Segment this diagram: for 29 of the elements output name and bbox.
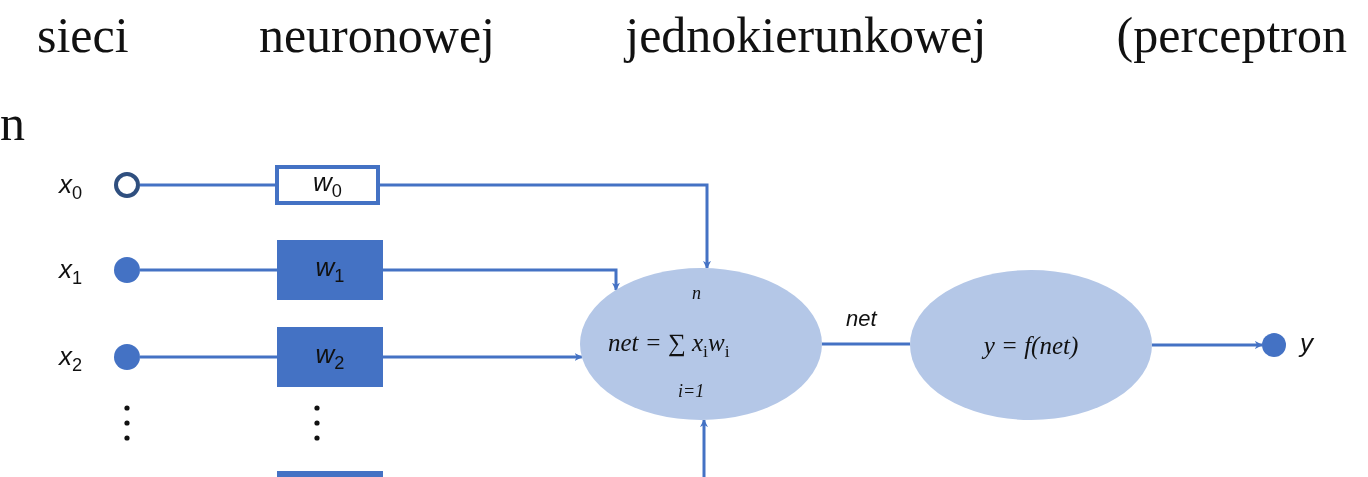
formula-text: net = ∑ x$_{i}$w$_{i}$ (608, 330, 730, 361)
weight-label: w$_{1}$ (315, 254, 345, 286)
arrow (383, 353, 583, 361)
weight-box (275, 165, 380, 205)
input-circle (114, 344, 140, 370)
sum-limit: i=1 (678, 382, 705, 400)
arrow (383, 268, 620, 291)
paragraph-text: sieci neuronowej jednokierunkowej (perceptron (37, 8, 1347, 63)
weight-label: w$_{0}$ (313, 169, 342, 201)
weight-label: w$_{2}$ (315, 341, 345, 373)
connector-line (140, 268, 277, 272)
weight-box (277, 327, 383, 387)
input-circle (114, 172, 140, 198)
paragraph-text: n (0, 96, 25, 151)
variable-label: y (1300, 330, 1313, 356)
connector-line (822, 342, 910, 346)
connector-line (140, 183, 275, 187)
formula-text: y = f(net) (983, 332, 1079, 358)
input-circle (114, 257, 140, 283)
variable-label: x$_{2}$ (59, 343, 83, 375)
sum-limit: n (692, 284, 701, 302)
arrow (380, 183, 711, 269)
weight-box (277, 240, 383, 300)
output-dot (1262, 333, 1286, 357)
variable-label: x$_{1}$ (59, 256, 83, 288)
arrow (700, 419, 708, 477)
connector-line (140, 355, 277, 359)
variable-label: x$_{0}$ (59, 171, 83, 203)
arrow (1152, 341, 1263, 349)
